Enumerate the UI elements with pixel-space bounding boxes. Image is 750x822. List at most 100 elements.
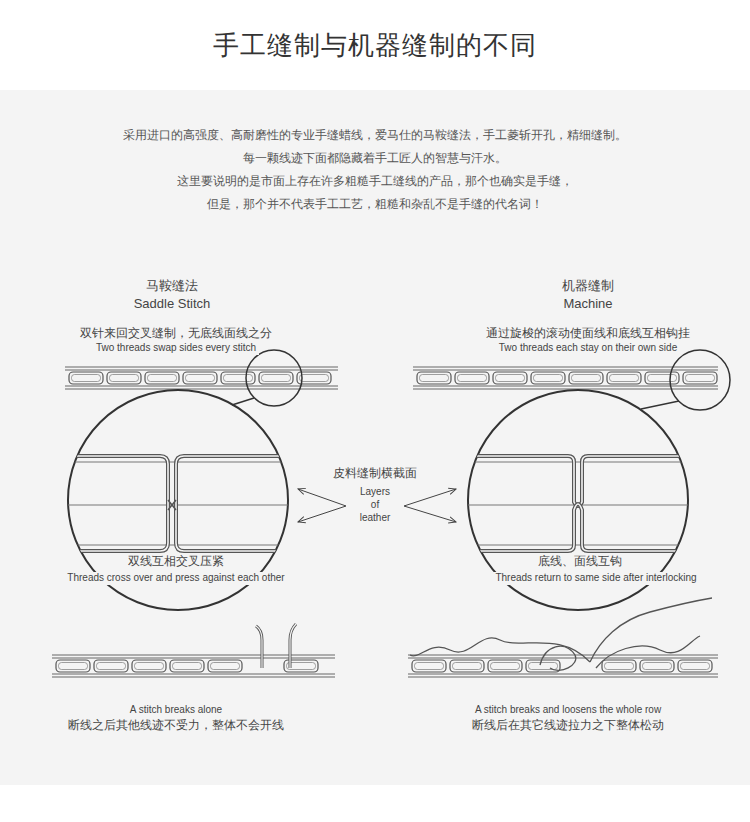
thread-cross bbox=[168, 500, 176, 510]
stitch bbox=[259, 372, 293, 384]
stitch bbox=[170, 660, 204, 672]
stitch-inner bbox=[491, 663, 520, 670]
stitch-inner bbox=[648, 375, 677, 382]
thread bbox=[60, 456, 168, 551]
column-note: 通过旋梭的滚动使面线和底线互相钩挂 bbox=[483, 326, 693, 341]
leather-edge bbox=[65, 389, 338, 390]
pointer-arrow bbox=[298, 506, 346, 522]
stitch-inner bbox=[300, 375, 329, 382]
stitch-inner bbox=[110, 375, 139, 382]
stitch-inner bbox=[610, 375, 639, 382]
thread-core bbox=[460, 504, 700, 551]
stitch-inner bbox=[643, 663, 672, 670]
stitch bbox=[208, 660, 242, 672]
thread bbox=[176, 456, 300, 551]
stitch bbox=[221, 372, 255, 384]
leather-edge bbox=[52, 677, 335, 678]
stitch-inner bbox=[453, 663, 482, 670]
zoom-leader bbox=[641, 401, 679, 409]
stitch-inner bbox=[420, 375, 449, 382]
stitch-inner bbox=[262, 375, 291, 382]
stitch-inner bbox=[534, 375, 563, 382]
stitch-inner bbox=[173, 663, 202, 670]
stitch bbox=[450, 660, 484, 672]
stitch-inner bbox=[415, 663, 444, 670]
stitch-inner bbox=[186, 375, 215, 382]
stitch bbox=[493, 372, 527, 384]
bottom-thread bbox=[460, 504, 700, 551]
stitch-inner bbox=[681, 663, 710, 670]
loose-thread bbox=[410, 638, 590, 662]
circle-caption: 双线互相交叉压紧 bbox=[125, 554, 227, 569]
pointer-arrow bbox=[298, 489, 346, 506]
ground-band bbox=[0, 90, 750, 785]
stitch bbox=[602, 660, 636, 672]
column-note: Two threads swap sides every stitch bbox=[93, 342, 259, 355]
bottom-caption: 断线后在其它线迹拉力之下整体松动 bbox=[469, 718, 667, 733]
top-thread bbox=[460, 456, 700, 506]
section-label: Layers of leather bbox=[352, 485, 398, 524]
leather-edge bbox=[65, 367, 338, 368]
stitch-inner bbox=[686, 375, 715, 382]
stitch bbox=[569, 372, 603, 384]
leather-edge bbox=[60, 462, 300, 463]
stitch bbox=[678, 660, 712, 672]
column-heading: Machine bbox=[560, 296, 615, 312]
intro-text: 每一颗线迹下面都隐藏着手工匠人的智慧与汗水。 bbox=[240, 151, 510, 166]
stitch-inner bbox=[458, 375, 487, 382]
leather-edge bbox=[60, 545, 300, 546]
leather-edge bbox=[408, 674, 718, 675]
stitch bbox=[417, 372, 451, 384]
circle-caption: Threads cross over and press against eac… bbox=[64, 572, 287, 585]
thread-core bbox=[460, 456, 700, 506]
stitch bbox=[640, 660, 674, 672]
leather-edge bbox=[408, 655, 718, 656]
thread-core bbox=[60, 456, 168, 551]
stitch-inner bbox=[148, 375, 177, 382]
stitch-inner bbox=[72, 375, 101, 382]
pointer-arrow bbox=[404, 489, 456, 506]
leather-edge bbox=[408, 658, 718, 659]
stitch bbox=[455, 372, 489, 384]
pointer-arrow bbox=[404, 506, 456, 522]
broken-thread bbox=[256, 624, 296, 668]
stitch-inner bbox=[496, 375, 525, 382]
leather-edge bbox=[65, 370, 338, 371]
stitch bbox=[531, 372, 565, 384]
magnifier-circle bbox=[246, 350, 302, 406]
stitch bbox=[488, 660, 522, 672]
column-heading: Saddle Stitch bbox=[131, 296, 214, 312]
intro-text: 但是，那个并不代表手工工艺，粗糙和杂乱不是手缝的代名词！ bbox=[204, 197, 546, 212]
stitch-inner bbox=[572, 375, 601, 382]
machine-cross-section bbox=[460, 456, 700, 551]
stitch bbox=[607, 372, 641, 384]
leather-edge bbox=[408, 677, 718, 678]
stitch bbox=[107, 372, 141, 384]
stitch-inner bbox=[211, 663, 240, 670]
stitch bbox=[412, 660, 446, 672]
column-note: Two threads each stay on their own side bbox=[496, 342, 680, 355]
bottom-caption: A stitch breaks alone bbox=[127, 704, 225, 717]
saddle-cross-section bbox=[60, 456, 300, 551]
leather-edge bbox=[52, 658, 335, 659]
zoom-leader bbox=[232, 398, 254, 405]
stitch bbox=[56, 660, 90, 672]
stitch-inner bbox=[605, 663, 634, 670]
stitch-inner bbox=[135, 663, 164, 670]
bottom-caption: 断线之后其他线迹不受力，整体不会开线 bbox=[65, 718, 287, 733]
pulled-thread bbox=[596, 636, 700, 668]
thread-core bbox=[256, 624, 296, 668]
stitch-inner bbox=[97, 663, 126, 670]
section-label: 皮料缝制横截面 bbox=[330, 466, 420, 481]
leather-edge bbox=[52, 674, 335, 675]
stitch bbox=[183, 372, 217, 384]
stitch bbox=[132, 660, 166, 672]
leather-edge bbox=[65, 386, 338, 387]
bottom-caption: A stitch breaks and loosens the whole ro… bbox=[472, 704, 664, 717]
stitch-inner bbox=[529, 663, 558, 670]
stitch bbox=[645, 372, 679, 384]
column-heading: 机器缝制 bbox=[559, 278, 617, 294]
